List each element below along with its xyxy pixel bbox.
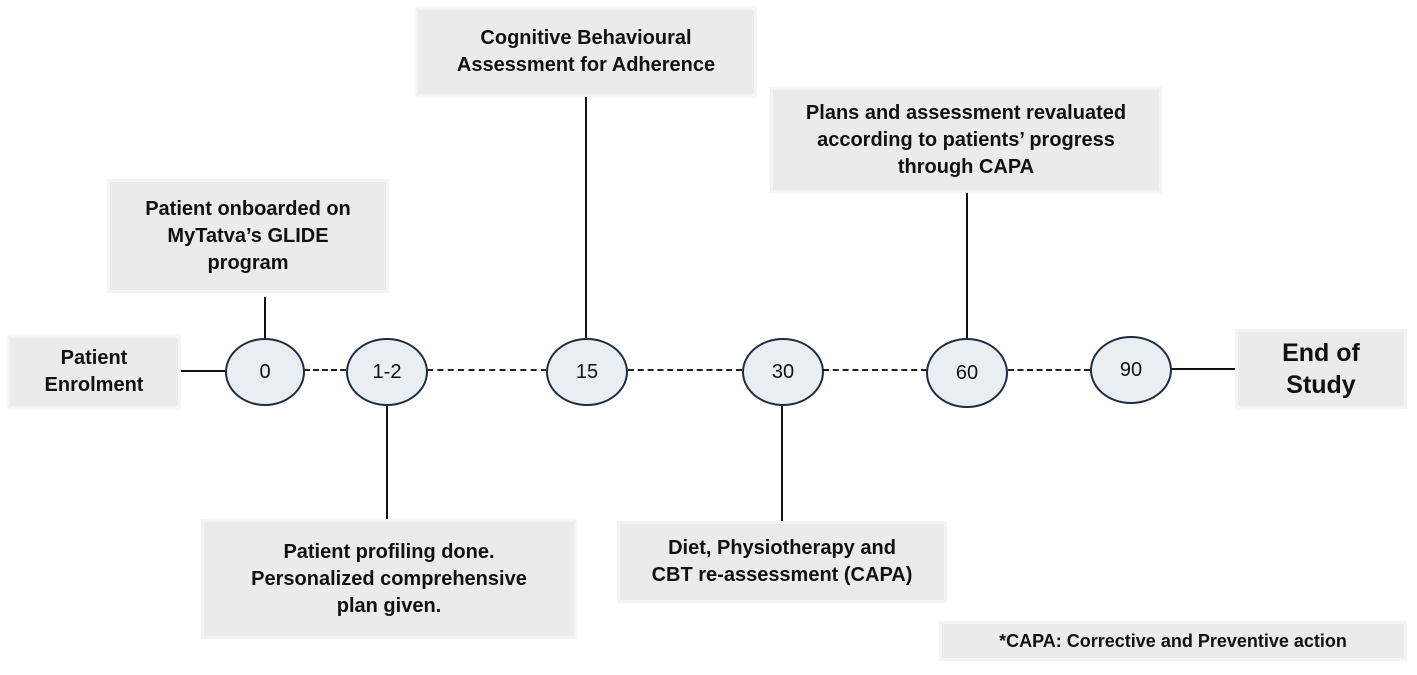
milestone-label: 15	[575, 360, 599, 383]
footnote: *CAPA: Corrective and Preventive action	[942, 624, 1404, 658]
start-box: Patient Enrolment	[10, 338, 178, 406]
reassessment-box: Diet, Physiotherapy and CBT re-assessmen…	[620, 524, 944, 600]
profiling-connector	[386, 404, 388, 520]
cognitive-connector	[585, 95, 587, 339]
milestone-label: 60	[955, 361, 979, 384]
milestone-label: 0	[259, 360, 271, 383]
onboarding-box: Patient onboarded on MyTatva’s GLIDE pro…	[110, 182, 386, 290]
milestone-day-60: 60	[926, 338, 1008, 408]
revaluation-connector	[966, 190, 968, 340]
revaluation-box: Plans and assessment revaluated accordin…	[773, 90, 1159, 190]
milestone-label: 30	[771, 360, 795, 383]
timeline-segment	[1008, 369, 1090, 371]
milestone-day-15: 15	[546, 338, 628, 406]
timeline-segment	[427, 369, 547, 371]
cognitive-box: Cognitive Behavioural Assessment for Adh…	[418, 10, 754, 94]
reassessment-connector	[781, 404, 783, 524]
timeline-segment	[304, 369, 346, 371]
milestone-day-0: 0	[225, 338, 305, 406]
milestone-day-30: 30	[742, 338, 824, 406]
end-box: End of Study	[1238, 332, 1404, 406]
onboarding-connector	[264, 297, 266, 339]
end-connector	[1170, 368, 1238, 370]
timeline-segment	[823, 369, 927, 371]
profiling-box: Patient profiling done. Personalized com…	[204, 522, 574, 636]
milestone-day-90: 90	[1090, 336, 1172, 404]
milestone-label: 90	[1119, 358, 1143, 381]
milestone-day-1-2: 1-2	[346, 338, 428, 406]
milestone-label: 1-2	[372, 360, 402, 383]
start-connector	[178, 370, 226, 372]
timeline-segment	[628, 369, 742, 371]
